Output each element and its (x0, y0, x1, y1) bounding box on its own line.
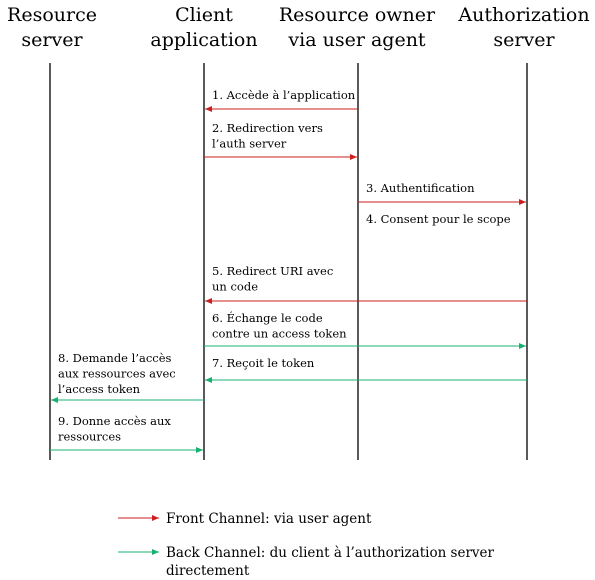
message-label-line: 6. Échange le code (212, 311, 323, 325)
participant-label-line: server (493, 29, 555, 51)
legend-item-front: Front Channel: via user agent (118, 511, 372, 527)
legend-label-line: Front Channel: via user agent (166, 511, 372, 527)
message-label: 1. Accède à l’application (212, 88, 356, 102)
legend-label: Front Channel: via user agent (166, 511, 372, 527)
legend-item-back: Back Channel: du client à l’authorizatio… (118, 545, 495, 579)
participant-label-line: Authorization (457, 4, 589, 26)
participant-label-as: Authorization server (457, 4, 589, 51)
message-label-line: 2. Redirection vers (212, 121, 323, 135)
message-1: 1. Accède à l’application (205, 88, 358, 112)
message-label: 3. Authentification (366, 181, 475, 195)
participant-label-line: Client (175, 4, 233, 26)
message-label-line: l’access token (58, 382, 141, 396)
message-label-line: contre un access token (212, 327, 347, 341)
message-label: 2. Redirection vers l’auth server (212, 121, 323, 151)
legend-label-line: directement (166, 563, 250, 579)
message-2: 2. Redirection vers l’auth server (204, 121, 357, 160)
message-label-line: 9. Donne accès aux (58, 414, 171, 428)
participant-label-rs: Resource server (7, 4, 97, 51)
message-label: 4. Consent pour le scope (366, 212, 511, 226)
message-label-line: un code (212, 280, 258, 294)
message-3: 3. Authentification (358, 181, 526, 205)
message-label: 9. Donne accès aux ressources (58, 414, 171, 444)
message-label: 6. Échange le code contre un access token (212, 311, 347, 341)
participant-label-line: via user agent (287, 29, 426, 51)
participant-label-line: Resource owner (279, 4, 436, 26)
message-9: 9. Donne accès aux ressources (50, 414, 203, 453)
message-label-line: aux ressources avec (58, 367, 176, 381)
message-label-line: 4. Consent pour le scope (366, 212, 511, 226)
message-5: 5. Redirect URI avec un code (205, 264, 527, 304)
message-label-line: 8. Demande l’accès (58, 351, 172, 365)
message-4: 4. Consent pour le scope (366, 212, 511, 226)
participant-label-line: Resource (7, 4, 97, 26)
message-7: 7. Reçoit le token (205, 356, 527, 383)
message-label-line: 3. Authentification (366, 181, 475, 195)
participant-label-ro: Resource owner via user agent (279, 4, 436, 51)
legend-label: Back Channel: du client à l’authorizatio… (166, 545, 495, 579)
participant-label-app: Client application (150, 4, 257, 51)
message-label-line: l’auth server (212, 137, 287, 151)
legend-label-line: Back Channel: du client à l’authorizatio… (166, 545, 495, 561)
participant-label-line: server (21, 29, 83, 51)
message-label-line: ressources (58, 430, 121, 444)
message-6: 6. Échange le code contre un access token (204, 311, 526, 349)
message-label: 5. Redirect URI avec un code (212, 264, 333, 294)
message-label-line: 7. Reçoit le token (212, 356, 315, 370)
message-label-line: 1. Accède à l’application (212, 88, 356, 102)
participant-label-line: application (150, 29, 257, 51)
message-label-line: 5. Redirect URI avec (212, 264, 333, 278)
message-label: 7. Reçoit le token (212, 356, 315, 370)
